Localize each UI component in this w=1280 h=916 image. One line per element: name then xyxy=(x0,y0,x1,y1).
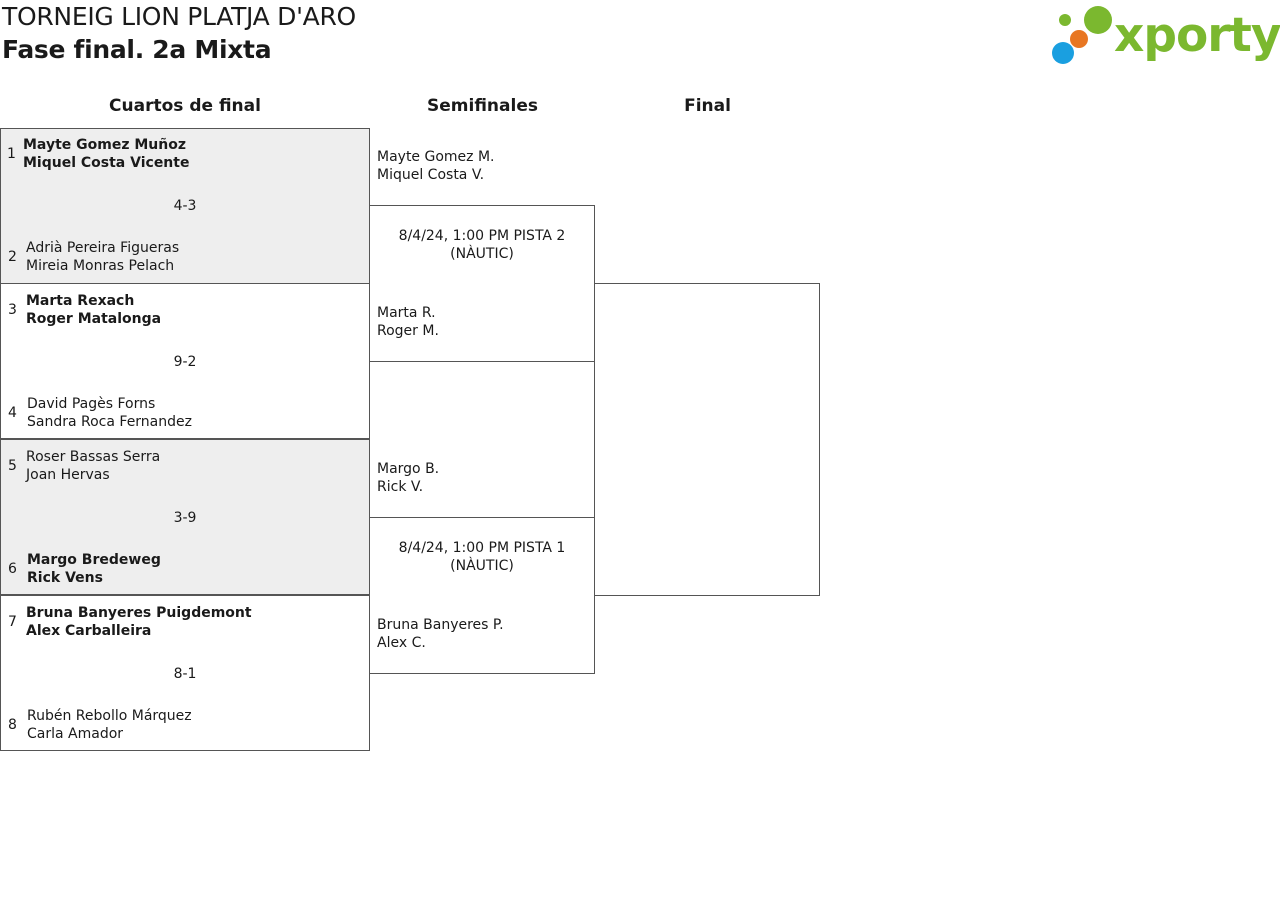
player-name: Alex Carballeira xyxy=(26,623,152,639)
team-names[interactable]: Roser Bassas Serra Joan Hervas xyxy=(26,448,160,484)
player-name: Rick Vens xyxy=(27,570,103,586)
match-score: 3-9 xyxy=(173,510,197,526)
semifinal-team[interactable]: Mayte Gomez M. Miquel Costa V. xyxy=(377,148,495,184)
column-header-semifinals: Semifinales xyxy=(427,96,538,116)
player-name: Joan Hervas xyxy=(26,467,110,483)
player-name: Mayte Gomez M. xyxy=(377,149,495,165)
player-name: David Pagès Forns xyxy=(27,396,156,412)
semifinal-match-2[interactable] xyxy=(369,517,595,674)
phase-subtitle: Fase final. 2a Mixta xyxy=(2,35,272,64)
schedule-venue: (NÀUTIC) xyxy=(450,558,514,574)
quarterfinal-match-1[interactable]: 1 Mayte Gomez Muñoz Miquel Costa Vicente… xyxy=(0,128,370,284)
match-score: 4-3 xyxy=(173,198,197,214)
player-name: Margo Bredeweg xyxy=(27,552,161,568)
seed-number: 8 xyxy=(8,717,17,733)
seed-number: 3 xyxy=(8,302,17,318)
player-name: Rubén Rebollo Márquez xyxy=(27,708,192,724)
semifinal-team[interactable]: Margo B. Rick V. xyxy=(377,460,439,496)
player-name: Sandra Roca Fernandez xyxy=(27,414,192,430)
player-name: Alex C. xyxy=(377,635,426,651)
player-name: Bruna Banyeres P. xyxy=(377,617,504,633)
player-name: Marta R. xyxy=(377,305,436,321)
team-names-winner[interactable]: Margo Bredeweg Rick Vens xyxy=(27,551,161,587)
seed-number: 2 xyxy=(8,249,17,265)
logo-dot-green-icon xyxy=(1084,6,1112,34)
match-schedule: 8/4/24, 1:00 PM PISTA 1 (NÀUTIC) xyxy=(370,539,594,575)
semifinal-team[interactable]: Bruna Banyeres P. Alex C. xyxy=(377,616,504,652)
semifinal-match-1[interactable] xyxy=(369,205,595,362)
seed-number: 4 xyxy=(8,405,17,421)
match-score: 8-1 xyxy=(173,666,197,682)
quarterfinal-match-3[interactable]: 5 Roser Bassas Serra Joan Hervas 3-9 6 M… xyxy=(0,439,370,595)
player-name: Miquel Costa Vicente xyxy=(23,155,190,171)
team-names-winner[interactable]: Marta Rexach Roger Matalonga xyxy=(26,292,161,328)
player-name: Roger Matalonga xyxy=(26,311,162,327)
player-name: Margo B. xyxy=(377,461,440,477)
logo-dot-green-small-icon xyxy=(1059,14,1071,26)
schedule-datetime-court: 8/4/24, 1:00 PM PISTA 1 xyxy=(398,540,566,556)
column-header-quarterfinals: Cuartos de final xyxy=(109,96,261,116)
team-names[interactable]: Rubén Rebollo Márquez Carla Amador xyxy=(27,707,192,743)
player-name: Mayte Gomez Muñoz xyxy=(23,137,186,153)
team-names[interactable]: Adrià Pereira Figueras Mireia Monras Pel… xyxy=(26,239,179,275)
seed-number: 5 xyxy=(8,458,17,474)
schedule-datetime-court: 8/4/24, 1:00 PM PISTA 2 xyxy=(398,228,566,244)
player-name: Bruna Banyeres Puigdemont xyxy=(26,605,252,621)
quarterfinal-match-2[interactable]: 3 Marta Rexach Roger Matalonga 9-2 4 Dav… xyxy=(0,283,370,439)
team-names-winner[interactable]: Bruna Banyeres Puigdemont Alex Carballei… xyxy=(26,604,252,640)
player-name: Miquel Costa V. xyxy=(377,167,485,183)
quarterfinal-match-4[interactable]: 7 Bruna Banyeres Puigdemont Alex Carball… xyxy=(0,595,370,751)
player-name: Roser Bassas Serra xyxy=(26,449,161,465)
team-names[interactable]: David Pagès Forns Sandra Roca Fernandez xyxy=(27,395,192,431)
player-name: Adrià Pereira Figueras xyxy=(26,240,180,256)
logo-dot-orange-icon xyxy=(1070,30,1088,48)
team-names-winner[interactable]: Mayte Gomez Muñoz Miquel Costa Vicente xyxy=(23,136,189,172)
final-match[interactable] xyxy=(594,283,820,596)
seed-number: 6 xyxy=(8,561,17,577)
xporty-logo[interactable]: xporty xyxy=(1050,4,1280,68)
logo-wordmark: xporty xyxy=(1114,8,1280,63)
player-name: Marta Rexach xyxy=(26,293,135,309)
schedule-venue: (NÀUTIC) xyxy=(450,246,514,262)
column-header-final: Final xyxy=(684,96,731,116)
match-score: 9-2 xyxy=(173,354,197,370)
tournament-title: TORNEIG LION PLATJA D'ARO xyxy=(2,2,356,31)
semifinal-team[interactable]: Marta R. Roger M. xyxy=(377,304,439,340)
logo-dot-blue-icon xyxy=(1052,42,1074,64)
player-name: Roger M. xyxy=(377,323,439,339)
seed-number: 7 xyxy=(8,614,17,630)
player-name: Mireia Monras Pelach xyxy=(26,258,175,274)
player-name: Carla Amador xyxy=(27,726,124,742)
match-schedule: 8/4/24, 1:00 PM PISTA 2 (NÀUTIC) xyxy=(370,227,594,263)
player-name: Rick V. xyxy=(377,479,424,495)
seed-number: 1 xyxy=(7,146,16,162)
